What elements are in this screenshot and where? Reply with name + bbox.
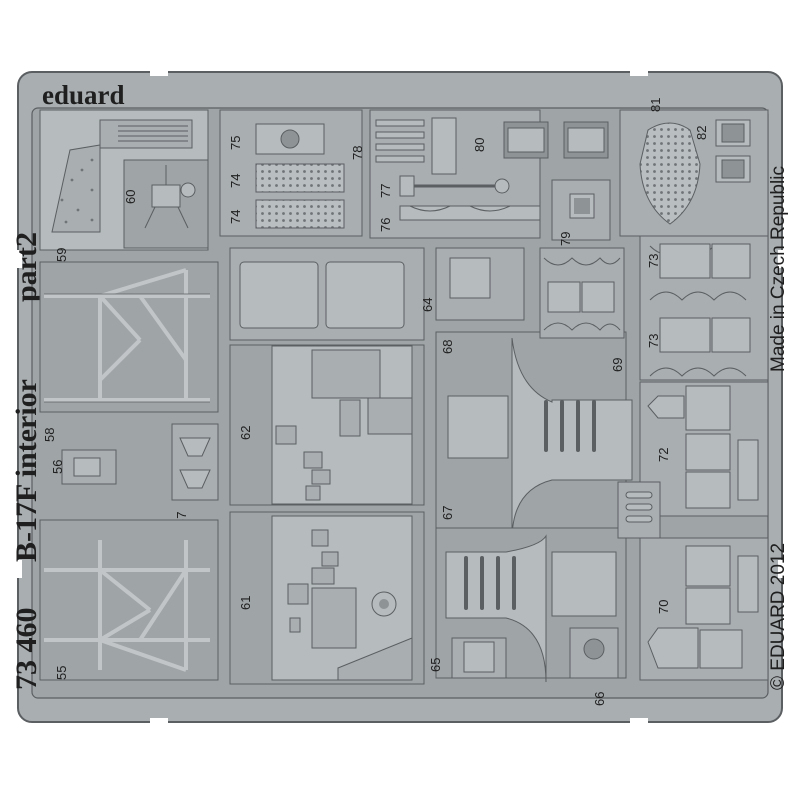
part-label: part2 [10,232,43,302]
part-70-panel: 70 [639,537,769,681]
label-part-64: 64 [420,298,435,312]
label-part-67: 67 [440,506,455,520]
part-62-floor-panel: 62 [229,344,425,506]
part-64-clip [449,257,491,299]
label-part-61: 61 [238,596,253,610]
label-part-69: 69 [610,358,625,372]
part-65-66-panel: 65 66 [428,627,619,706]
part-56-clip [73,457,101,477]
label-part-75: 75 [228,136,243,150]
label-part-79: 79 [558,232,573,246]
part-55-ladder-frame: 55 [39,519,219,681]
product-title-strip: 73 460 B-17F interior part2 [10,232,43,690]
brand-logo-text: eduard [42,80,125,110]
part-60-seat-bracket [151,184,181,208]
label-part-74-b: 74 [228,210,243,224]
label-part-56: 56 [50,460,65,474]
part-64-panel: 64 [420,247,525,321]
label-part-80: 80 [472,138,487,152]
label-part-74-a: 74 [228,174,243,188]
part-58-ladder-frame: 58 [39,261,219,442]
part-72-panel: 72 [639,381,769,517]
part-66-disc [583,638,605,660]
label-part-62: 62 [238,426,253,440]
label-part-82: 82 [694,126,709,140]
part-76-strip [399,205,541,221]
part-57-bracket [179,437,211,489]
label-part-60: 60 [123,190,138,204]
label-part-58: 58 [42,428,57,442]
label-part-76: 76 [378,218,393,232]
part-82-clip [721,123,745,143]
label-part-81: 81 [648,98,663,112]
part-79-panel: 79 [551,179,611,246]
origin-text: Made in Czech Republic [768,166,789,372]
product-title: B-17F interior [10,379,43,562]
label-part-78: 78 [350,146,365,160]
label-part-59: 59 [54,248,69,262]
part-81-perforated-plate [639,122,701,225]
label-part-65: 65 [428,658,443,672]
part-56-57-panel: 56 57 [50,423,219,526]
part-74-mesh-top [255,163,345,193]
part-65-clip [463,641,495,673]
part-74-mesh-bottom [255,199,345,229]
label-part-68: 68 [440,340,455,354]
copyright-text: © EDUARD 2012 [768,543,789,690]
part-81-82-panel: 81 82 [619,98,769,237]
part-68-seat: 68 [435,331,633,541]
part-69-panel: 69 [539,247,625,372]
part-74-75-panel: 75 74 74 78 [219,109,365,237]
part-59-60-panel: 59 60 [39,109,209,262]
label-part-73-a: 73 [646,254,661,268]
part-61-floor-panel: 61 [229,511,425,685]
part-63-panel: 63 [229,247,425,366]
label-part-66: 66 [592,692,607,706]
label-part-73-b: 73 [646,334,661,348]
label-part-72: 72 [656,448,671,462]
product-number: 73 460 [10,608,43,691]
label-part-70: 70 [656,600,671,614]
label-part-55: 55 [54,666,69,680]
part-73-panel: 73 73 [639,235,769,381]
part-76-80-panel: 77 76 80 [369,109,609,239]
frame-gaps [16,70,784,724]
label-part-77: 77 [378,184,393,198]
part-78-rails [375,119,425,163]
